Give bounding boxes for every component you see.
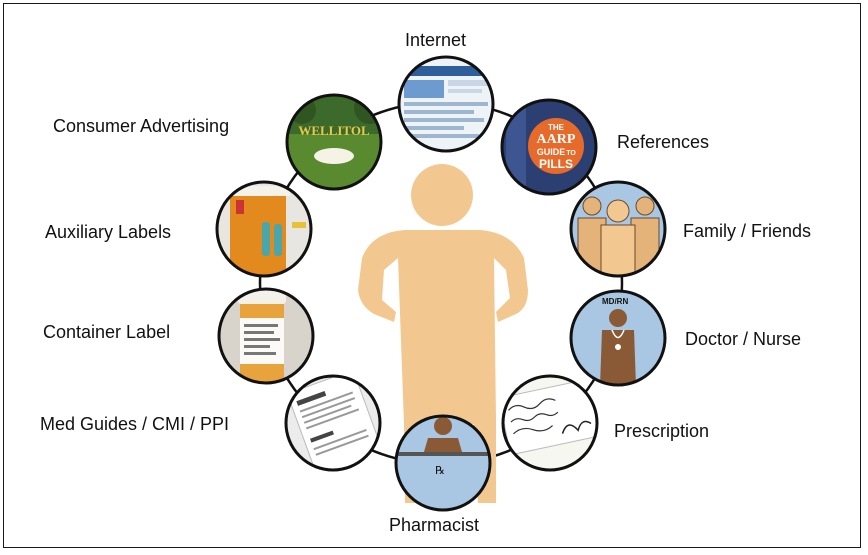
label-family-friends: Family / Friends: [683, 221, 812, 241]
rx-symbol: ℞: [435, 464, 445, 477]
label-auxiliary-labels: Auxiliary Labels: [45, 222, 172, 242]
book-text-line-3: GUIDE: [537, 147, 566, 157]
label-med-guides: Med Guides / CMI / PPI: [40, 414, 230, 434]
advertising-brand-text: WELLITOL: [298, 123, 370, 138]
book-text-line-5: PILLS: [539, 157, 573, 171]
leaflet-icon: [286, 376, 380, 470]
label-references: References: [617, 132, 710, 152]
book-text-line-1: THE: [548, 123, 565, 132]
auxiliary-label-icon: [217, 182, 311, 276]
label-container-label: Container Label: [43, 322, 171, 342]
doctor-icon: MD/RN: [571, 291, 665, 385]
book-text-line-4: TO: [566, 150, 576, 157]
web-page-icon: [399, 57, 493, 151]
prescription-note-icon: [503, 376, 597, 470]
label-internet: Internet: [405, 30, 467, 50]
label-consumer-advertising: Consumer Advertising: [53, 116, 230, 136]
book-text-line-2: AARP: [537, 132, 576, 147]
book-icon: THE AARP GUIDE TO PILLS: [502, 100, 596, 194]
pill-bottle-icon: [219, 289, 313, 383]
person-silhouette-icon: [358, 164, 528, 503]
doctor-badge: MD/RN: [602, 297, 628, 306]
pharmacist-icon: ℞: [396, 416, 490, 510]
label-prescription: Prescription: [614, 421, 710, 441]
figure-border: [3, 3, 861, 548]
label-doctor-nurse: Doctor / Nurse: [685, 329, 802, 349]
label-pharmacist: Pharmacist: [389, 515, 480, 535]
